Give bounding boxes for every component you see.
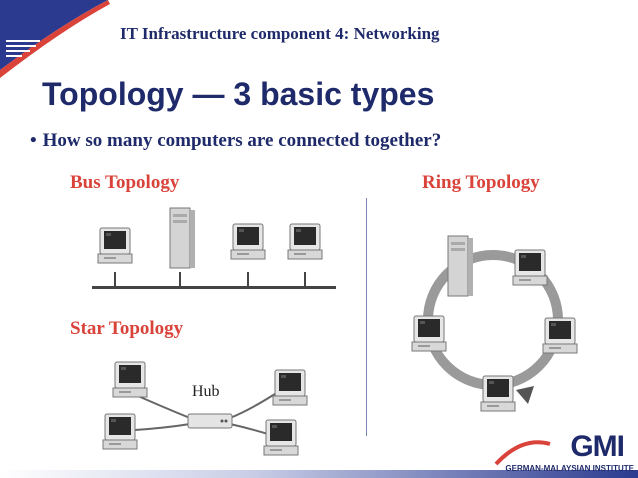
bottom-bar <box>0 470 638 478</box>
ring-computer-icon <box>480 375 516 412</box>
star-computer-icon <box>102 413 138 450</box>
star-computer-icon <box>272 369 308 406</box>
bus-computer-icon <box>287 223 323 260</box>
logo-subtitle: GERMAN-MALAYSIAN INSTITUTE <box>505 464 634 473</box>
bus-topology-label: Bus Topology <box>70 172 180 193</box>
bullet-symbol: • <box>30 130 37 151</box>
bus-topology-diagram <box>92 207 336 289</box>
bus-cable <box>92 286 336 289</box>
corner-decoration <box>0 0 110 78</box>
slide-title: Topology — 3 basic types <box>42 76 435 112</box>
star-topology-label: Star Topology <box>70 318 184 339</box>
ring-computer-icon <box>411 315 447 352</box>
ring-topology-label: Ring Topology <box>422 172 540 193</box>
bullet-point: •How so many computers are connected tog… <box>30 130 441 152</box>
ring-computer-icon <box>542 317 578 354</box>
logo-name: GMI <box>570 430 625 463</box>
divider-line <box>366 198 367 436</box>
bus-server-icon <box>169 207 196 269</box>
bus-computer-icon <box>230 223 266 260</box>
ring-computer-icon <box>512 249 548 286</box>
star-computer-icon <box>263 419 299 456</box>
hub-label: Hub <box>192 383 220 400</box>
star-topology-diagram <box>102 361 308 456</box>
bus-computer-icon <box>97 227 133 264</box>
ring-server-icon <box>447 235 474 297</box>
ring-direction-arrow-icon <box>516 386 534 404</box>
hub-icon <box>187 413 233 429</box>
bullet-text: How so many computers are connected toge… <box>42 130 442 151</box>
logo-arc-icon <box>494 440 551 466</box>
gmi-logo: GMI GERMAN-MALAYSIAN INSTITUTE <box>488 430 638 475</box>
header-title: IT Infrastructure component 4: Networkin… <box>120 24 440 43</box>
ring-topology-diagram <box>411 235 578 412</box>
star-computer-icon <box>112 361 148 398</box>
